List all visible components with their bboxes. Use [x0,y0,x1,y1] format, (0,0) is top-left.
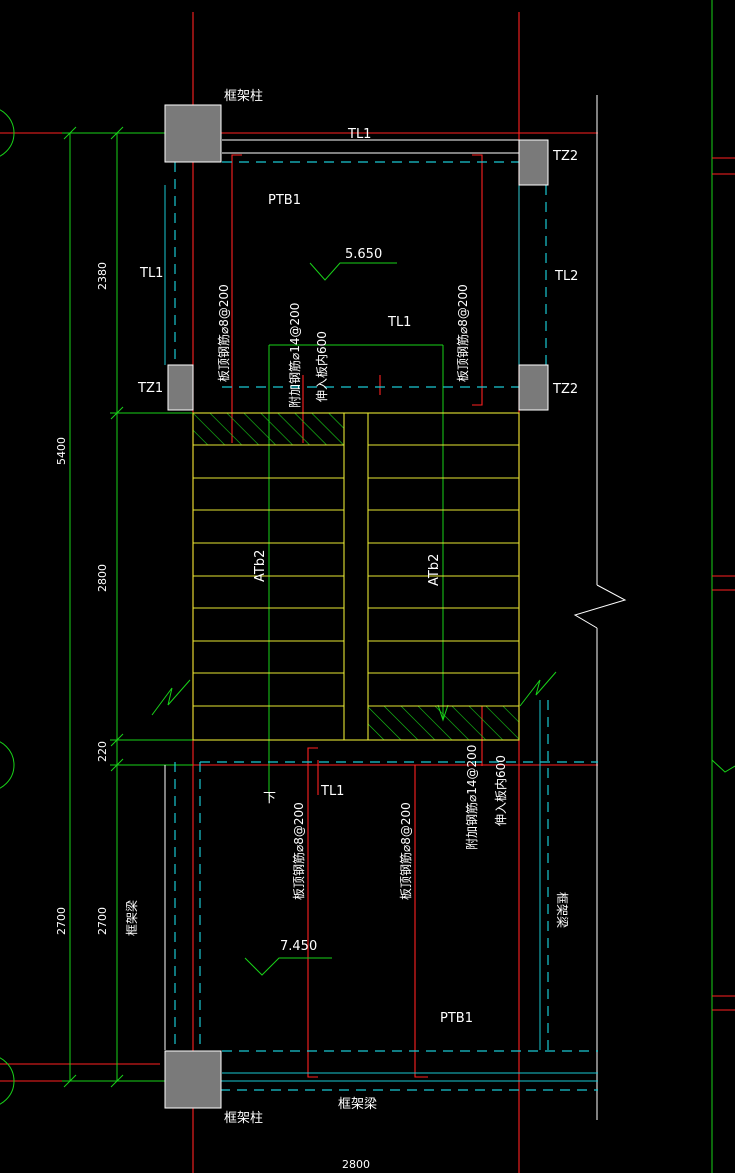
label-ptb1-bottom: PTB1 [440,1011,473,1026]
dim-2380: 2380 [96,262,109,290]
columns [164,104,549,1109]
right-edge-lines [573,0,735,1173]
label-tl1-left: TL1 [139,266,163,281]
label-rebar-top-right: 板顶钢筋⌀8@200 [455,284,470,382]
label-tz1: TZ1 [137,381,163,396]
frame-column-bottom [164,1050,222,1109]
dim-220: 220 [96,741,109,762]
label-tl1-lower: TL1 [320,784,344,799]
axis-bubbles [0,109,15,1105]
tz2-bottom-column [518,364,549,411]
labels: 框架柱 框架柱 框架梁 TL1 TL1 TL1 TL1 TL2 TZ1 TZ2 … [137,89,578,1126]
label-tl1-top: TL1 [347,127,371,142]
label-frame-beam-right: 框架梁 [555,892,570,928]
frame-column-top [164,104,222,163]
label-down-mark: 下 [263,791,276,806]
label-rebar-add-top: 附加钢筋⌀14@200 [287,303,302,408]
label-elev-upper: 5.650 [345,247,382,262]
dimension-texts: 5400 2380 2800 220 2700 2700 2800 [55,262,370,1171]
label-frame-beam-left: 框架梁 [124,900,139,936]
label-tz2-top: TZ2 [552,149,578,164]
label-rebar-add-bot: 附加钢筋⌀14@200 [464,745,479,850]
label-atb2-right: ATb2 [427,554,442,586]
dimension-lines [62,126,557,1088]
label-ptb1-top: PTB1 [268,193,301,208]
label-extend-bot: 伸入板内600 [494,755,508,826]
hatched-beams [192,412,520,741]
label-frame-column-bottom: 框架柱 [224,1111,263,1126]
label-tl1-mid: TL1 [387,315,411,330]
tz2-top-column [518,139,549,186]
label-tz2-bottom: TZ2 [552,382,578,397]
tz1-column [167,364,194,411]
white-lines [164,139,519,1050]
rotated-labels: 框架梁 框架梁 ATb2 ATb2 板顶钢筋⌀8@200 板顶钢筋⌀8@200 … [124,284,570,936]
dim-2700-inner: 2700 [96,907,109,935]
dashed-outlines [174,161,598,1091]
dim-2800: 2800 [96,564,109,592]
label-elev-lower: 7.450 [280,939,317,954]
label-atb2-left: ATb2 [253,550,268,582]
label-tl2-right: TL2 [554,269,578,284]
label-rebar-bot-1: 板顶钢筋⌀8@200 [291,802,306,900]
dim-2700-outer: 2700 [55,907,68,935]
solid-cyan [164,185,598,1082]
dim-width-bottom: 2800 [342,1158,370,1171]
axis-lines [0,12,598,1173]
stair-flights [192,412,520,741]
label-frame-beam-bottom: 框架梁 [338,1097,377,1112]
label-frame-column-top: 框架柱 [224,89,263,104]
label-extend-top: 伸入板内600 [315,331,329,402]
dim-total-height: 5400 [55,437,68,465]
label-rebar-bot-2: 板顶钢筋⌀8@200 [398,802,413,900]
label-rebar-top-left: 板顶钢筋⌀8@200 [216,284,231,382]
